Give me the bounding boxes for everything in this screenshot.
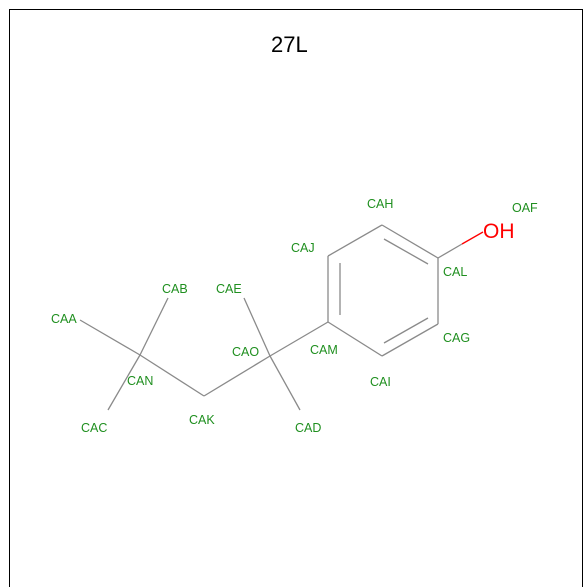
- atom-label-cao: CAO: [232, 345, 259, 359]
- atom-label-can: CAN: [127, 374, 153, 388]
- atom-label-cab: CAB: [162, 282, 188, 296]
- bond-cac-can: [107, 354, 141, 411]
- atom-label-cad: CAD: [295, 421, 321, 435]
- atom-label-cag: CAG: [443, 331, 470, 345]
- bond-cao-cam: [269, 321, 329, 357]
- atom-label-cac: CAC: [81, 421, 107, 435]
- hydroxyl-label: OH: [483, 220, 515, 243]
- bond-caa-can: [79, 319, 141, 356]
- atom-label-cah: CAH: [367, 197, 393, 211]
- atom-label-cae: CAE: [216, 282, 242, 296]
- bond-aromatic-inner-top: [383, 238, 429, 265]
- diagram-title: 27L: [271, 32, 308, 57]
- atom-label-cai: CAI: [370, 375, 391, 389]
- atom-label-cam: CAM: [310, 343, 338, 357]
- bond-cad-cao: [269, 355, 301, 411]
- bond-cal-oaf: [437, 243, 463, 259]
- atom-label-caj: CAJ: [291, 241, 315, 255]
- bond-cab-can: [139, 297, 169, 356]
- atom-label-oaf: OAF: [512, 201, 538, 215]
- atom-label-caa: CAA: [51, 312, 77, 326]
- atom-label-cal: CAL: [443, 265, 467, 279]
- diagram-frame: [9, 9, 583, 587]
- bond-aromatic-inner-bottom: [383, 317, 429, 344]
- bond-can-cak: [139, 354, 205, 397]
- bond-caj-cah: [327, 224, 383, 257]
- atom-label-cak: CAK: [189, 413, 215, 427]
- bond-cal-oaf-red: [461, 231, 484, 245]
- bond-cag-cai: [381, 323, 439, 357]
- bond-cak-cao: [203, 355, 271, 397]
- bond-cae-cao: [243, 297, 271, 357]
- bond-cah-cal: [381, 224, 439, 259]
- bond-cai-cam: [327, 321, 383, 357]
